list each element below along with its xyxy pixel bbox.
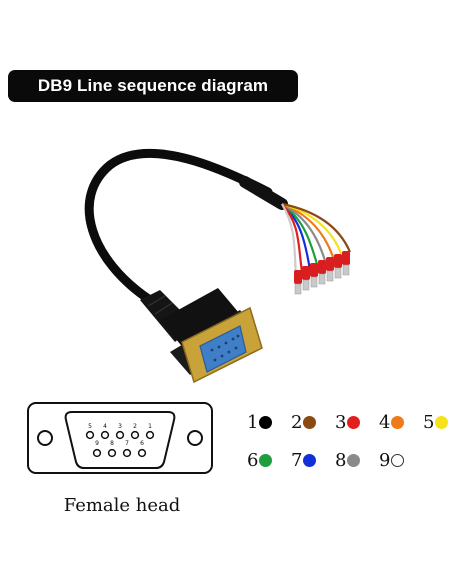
pin [145,430,155,440]
legend-number: 8 [335,450,347,471]
pin [122,448,132,458]
pin-label: 1 [148,423,152,430]
wire-color-dot [347,416,361,429]
wire-color-dot [303,454,317,467]
wire-color-legend: 1 2 3 4 5 6 7 8 9 [245,410,450,480]
pin-label: 9 [95,440,99,447]
pin-label: 4 [103,423,107,430]
pin [115,430,125,440]
cable-end [239,176,288,210]
diagram-title: DB9 Line sequence diagram [37,76,269,95]
wire-color-dot [391,416,405,429]
legend-item-5: 5 [423,412,449,433]
wire-color-dot [259,454,273,467]
cable-loop [84,148,273,305]
pin [130,430,140,440]
pin-label: 6 [140,440,144,447]
legend-item-6: 6 [247,450,273,471]
stripped-wires [281,202,352,277]
pin-label: 8 [110,440,114,447]
legend-number: 2 [291,412,303,433]
db9-female-connector-diagram: 5 4 3 2 1 9 8 7 6 [27,402,213,474]
pin [137,448,147,458]
wire-color-dot [435,416,449,429]
connector-label: Female head [63,495,181,516]
legend-item-3: 3 [335,412,361,433]
title-banner: DB9 Line sequence diagram [8,70,298,102]
legend-number: 6 [247,450,259,471]
legend-number: 7 [291,450,303,471]
pin [85,430,95,440]
wire-color-dot [347,454,361,467]
pin-label: 5 [88,423,92,430]
db9-cable-illustration [84,148,352,384]
legend-item-1: 1 [247,412,273,433]
pin [107,448,117,458]
legend-item-9: 9 [379,450,405,471]
left-mount-hole [37,430,53,446]
legend-number: 3 [335,412,347,433]
legend-item-8: 8 [335,450,361,471]
legend-number: 4 [379,412,391,433]
right-mount-hole [187,430,203,446]
d-shell-outline [64,411,176,469]
legend-item-4: 4 [379,412,405,433]
wire-color-dot [259,416,273,429]
wire-color-dot [303,416,317,429]
pin [92,448,102,458]
pin [100,430,110,440]
legend-number: 9 [379,450,391,471]
legend-item-2: 2 [291,412,317,433]
legend-number: 5 [423,412,435,433]
wire-terminals [294,251,350,295]
pin-label: 2 [133,423,137,430]
legend-item-7: 7 [291,450,317,471]
blue-insert [199,325,247,373]
pin-label: 7 [125,440,129,447]
legend-number: 1 [247,412,259,433]
pin-label: 3 [118,423,122,430]
wire-color-dot [391,454,405,467]
